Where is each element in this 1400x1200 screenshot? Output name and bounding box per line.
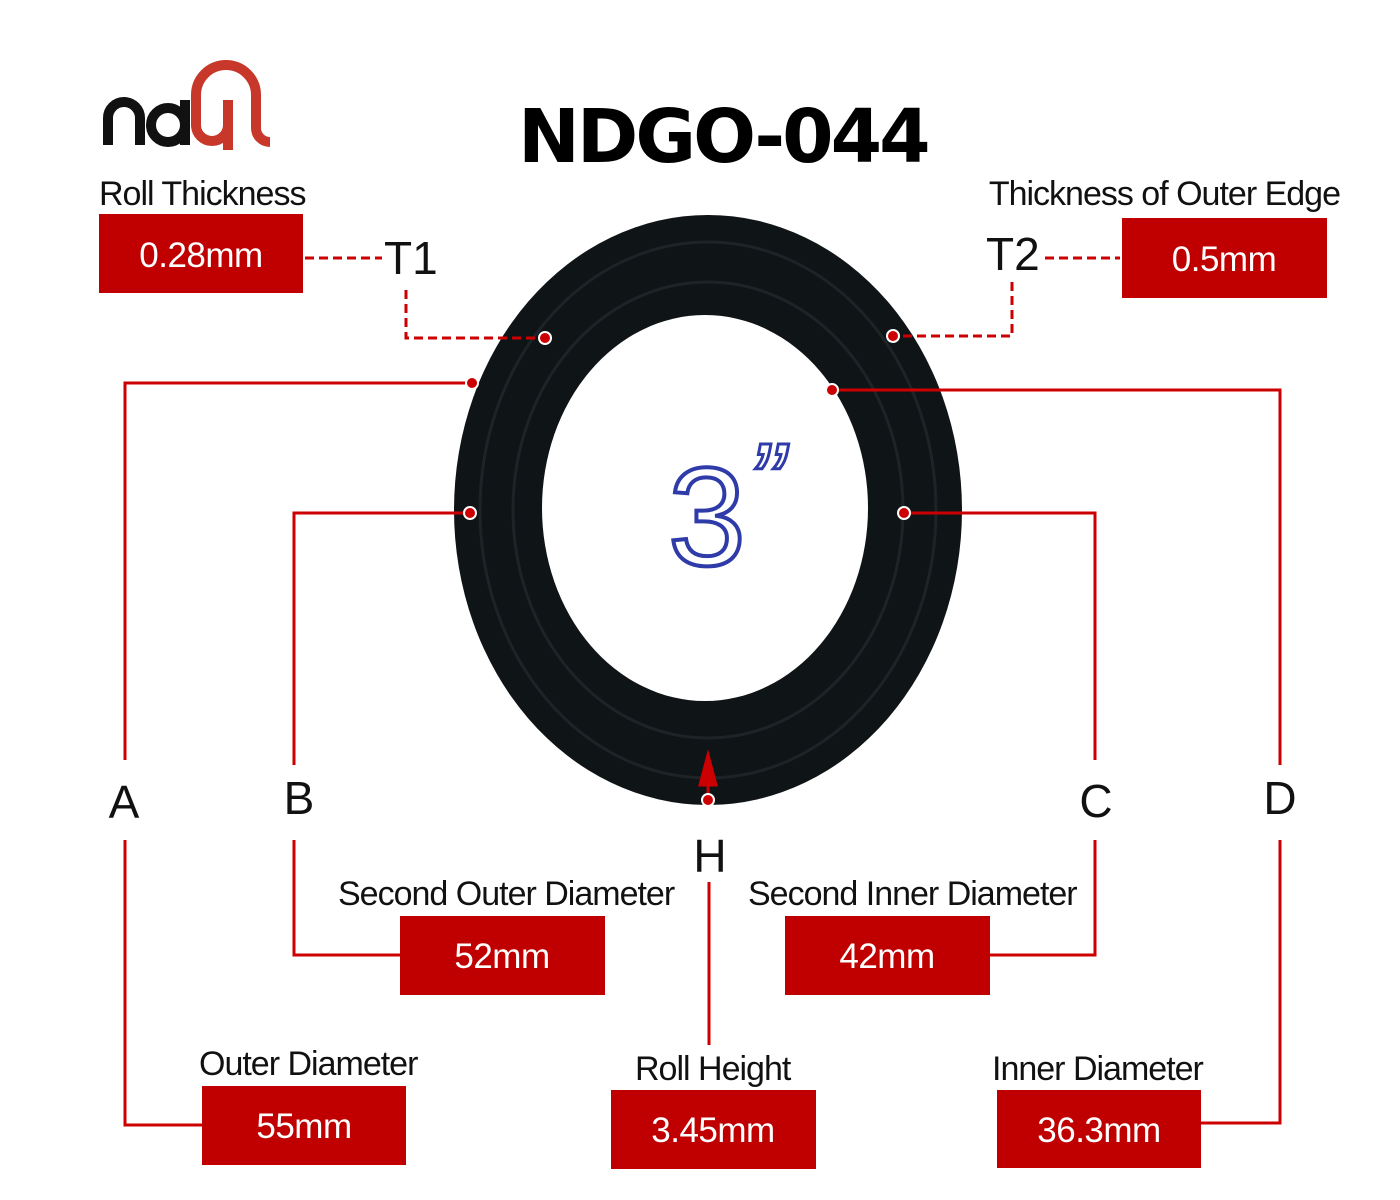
b-marker: B: [284, 772, 315, 824]
second-inner-diameter-value: 42mm: [839, 937, 934, 976]
outer-diameter-value: 55mm: [256, 1107, 351, 1146]
c-point: [897, 506, 911, 520]
brand-logo: [103, 60, 271, 150]
a-leader-line: [123, 381, 472, 1127]
second-inner-diameter-label: Second Inner Diameter: [748, 875, 1077, 913]
inner-diameter-label: Inner Diameter: [992, 1050, 1204, 1088]
second-outer-diameter-value: 52mm: [454, 937, 549, 976]
t1-marker: T1: [384, 232, 438, 284]
roll-thickness-value: 0.28mm: [139, 236, 262, 275]
t2-point: [886, 329, 900, 343]
d-marker: D: [1263, 772, 1296, 824]
roll-height-label: Roll Height: [635, 1050, 792, 1088]
inner-diameter-value: 36.3mm: [1037, 1111, 1160, 1150]
outer-edge-thickness-value: 0.5mm: [1172, 240, 1276, 279]
c-leader-line: [904, 511, 1097, 957]
outer-diameter-value-box: [202, 1086, 406, 1165]
second-inner-diameter-value-box: [785, 916, 990, 995]
t1-leader-line: [305, 256, 545, 340]
h-marker: H: [693, 830, 726, 882]
roll-thickness-value-box: [99, 214, 303, 293]
second-outer-diameter-value-box: [400, 916, 605, 995]
d-point: [825, 383, 839, 397]
t2-marker: T2: [986, 228, 1040, 280]
roll-height-value-box: [611, 1090, 816, 1169]
d-leader-line: [832, 388, 1282, 1125]
product-title: NDGO-044: [518, 94, 928, 180]
size-unit: ”: [748, 421, 789, 544]
size-number: 3: [668, 438, 746, 595]
roll-height-value: 3.45mm: [651, 1111, 774, 1150]
roll-thickness-label: Roll Thickness: [99, 175, 305, 213]
t1-point: [538, 331, 552, 345]
surround-ring: [454, 215, 962, 805]
inner-diameter-value-box: [997, 1090, 1201, 1168]
a-marker: A: [109, 776, 140, 828]
t2-leader-line: [893, 256, 1120, 338]
b-point: [463, 506, 477, 520]
outer-edge-thickness-value-box: [1122, 218, 1327, 298]
outer-edge-thickness-label: Thickness of Outer Edge: [989, 175, 1340, 213]
h-point: [701, 793, 715, 807]
b-leader-line: [292, 511, 470, 957]
second-outer-diameter-label: Second Outer Diameter: [338, 875, 675, 913]
a-point: [465, 376, 479, 390]
outer-diameter-label: Outer Diameter: [199, 1045, 418, 1083]
c-marker: C: [1079, 775, 1112, 827]
